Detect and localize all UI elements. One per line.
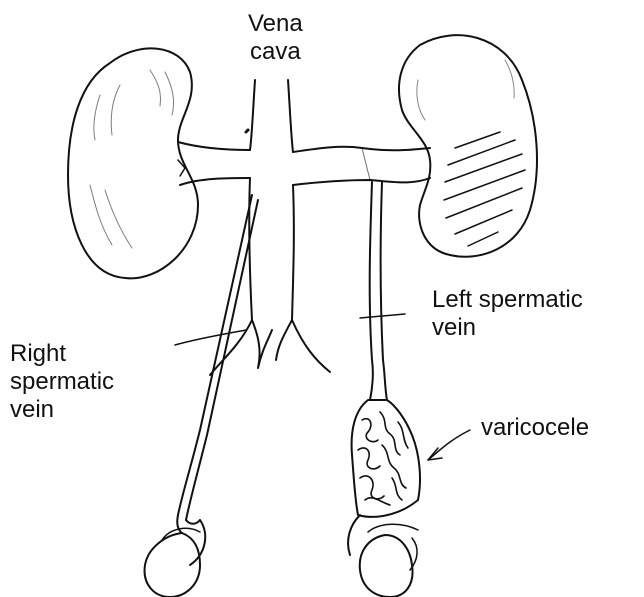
right-spermatic-vein <box>177 195 258 533</box>
varicocele-label: varicocele <box>481 414 589 442</box>
left-testis <box>348 515 418 597</box>
pointer-lines <box>175 314 470 460</box>
right-spermatic-vein-label-line-1: Right <box>10 340 114 368</box>
right-testis <box>145 520 206 597</box>
varicocele-cluster <box>352 400 420 517</box>
left-spermatic-vein-label: Left spermatic vein <box>432 286 583 342</box>
left-spermatic-vein-label-line-2: vein <box>432 314 583 342</box>
right-renal-vein <box>178 142 250 185</box>
vena-cava <box>210 80 330 375</box>
right-spermatic-vein-label-line-3: vein <box>10 396 114 424</box>
left-spermatic-vein-pointer <box>360 314 405 318</box>
left-spermatic-vein <box>370 182 387 400</box>
left-renal-vein <box>293 147 430 185</box>
left-kidney <box>399 35 537 257</box>
vena-cava-label-line-2: cava <box>248 38 303 66</box>
right-spermatic-vein-label-line-2: spermatic <box>10 368 114 396</box>
right-spermatic-vein-label: Right spermatic vein <box>10 340 114 424</box>
vena-cava-label-line-1: Vena <box>248 10 303 38</box>
right-spermatic-vein-pointer <box>175 330 246 345</box>
left-spermatic-vein-label-line-1: Left spermatic <box>432 286 583 314</box>
varicocele-arrow <box>428 430 470 460</box>
right-kidney <box>68 48 198 278</box>
vena-cava-label: Vena cava <box>248 10 303 66</box>
